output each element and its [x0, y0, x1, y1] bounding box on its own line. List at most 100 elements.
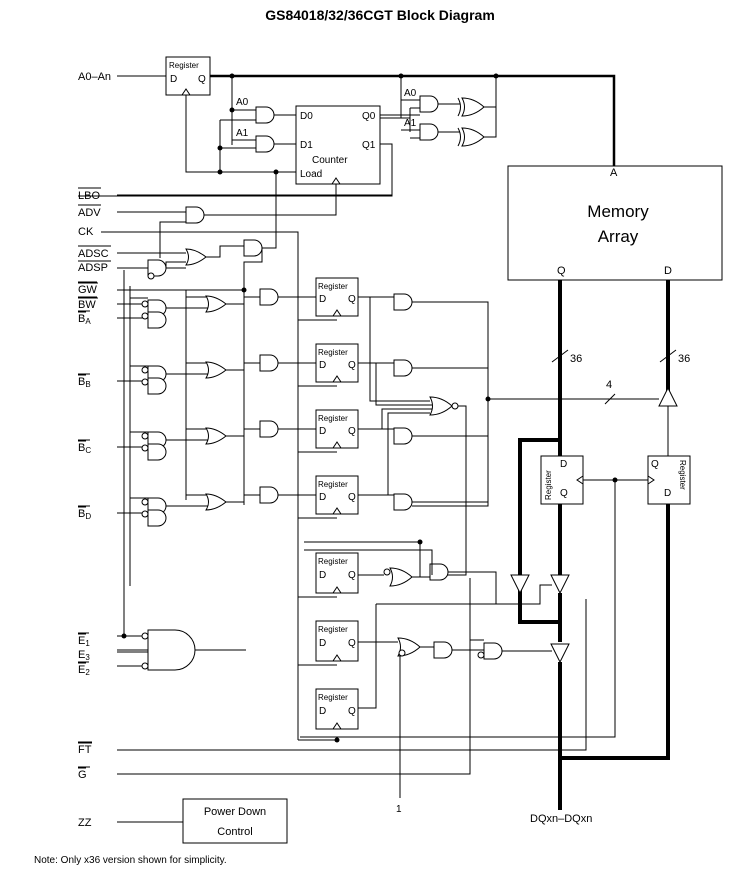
one-label: 1: [396, 804, 402, 815]
svg-text:ADSP: ADSP: [78, 262, 108, 274]
svg-text:Register: Register: [318, 557, 348, 566]
svg-text:Control: Control: [217, 826, 252, 838]
svg-text:GW: GW: [78, 284, 98, 296]
svg-text:D: D: [319, 570, 326, 581]
svg-text:Register: Register: [544, 470, 553, 500]
svg-text:Register: Register: [169, 61, 199, 70]
svg-text:Q0: Q0: [362, 111, 376, 122]
svg-text:Register: Register: [318, 480, 348, 489]
output-buffer-ft: [510, 574, 530, 595]
svg-text:D: D: [664, 265, 672, 277]
svg-text:D: D: [560, 459, 567, 470]
svg-text:BA: BA: [78, 313, 91, 326]
svg-text:D0: D0: [300, 111, 313, 122]
svg-text:D: D: [319, 360, 326, 371]
svg-text:Counter: Counter: [312, 155, 348, 166]
svg-text:Register: Register: [318, 348, 348, 357]
address-bus: [210, 74, 616, 166]
svg-text:Q1: Q1: [362, 140, 376, 151]
svg-text:BC: BC: [78, 442, 91, 455]
svg-text:BD: BD: [78, 508, 91, 521]
svg-text:LBO: LBO: [78, 190, 100, 202]
svg-text:ADSC: ADSC: [78, 248, 109, 260]
svg-text:CK: CK: [78, 226, 94, 238]
diagram-title: GS84018/32/36CGT Block Diagram: [265, 7, 495, 23]
svg-text:A: A: [610, 167, 618, 179]
svg-text:BW: BW: [78, 299, 96, 311]
svg-text:Q: Q: [348, 360, 356, 371]
burst-counter: D0 Q0 D1 Q1 Counter Load: [295, 105, 381, 185]
svg-text:D: D: [170, 74, 177, 85]
svg-text:Q: Q: [651, 459, 659, 470]
svg-text:36: 36: [678, 353, 690, 365]
or-gate-ft: [383, 567, 413, 587]
svg-text:D: D: [319, 492, 326, 503]
svg-text:E2: E2: [78, 664, 90, 677]
and-gate-out-a0: [419, 95, 439, 113]
xor-gate-a1: [457, 127, 485, 147]
byte-enable-gates: [358, 293, 491, 576]
svg-text:Memory: Memory: [587, 202, 649, 221]
and-gate-a1: [255, 135, 275, 153]
svg-text:D1: D1: [300, 140, 313, 151]
svg-text:A0: A0: [236, 97, 249, 108]
svg-text:36: 36: [570, 353, 582, 365]
footnote: Note: Only x36 version shown for simplic…: [34, 855, 227, 866]
memory-array: A Memory Array Q D: [507, 165, 723, 281]
control-registers: Register D Q Register D Q Register D Q R…: [315, 277, 359, 730]
and-gate-a0: [255, 106, 275, 124]
svg-text:D: D: [319, 426, 326, 437]
svg-text:D: D: [664, 488, 671, 499]
svg-text:Q: Q: [348, 570, 356, 581]
svg-text:Q: Q: [557, 265, 566, 277]
control-inputs: LBO ADV CK ADSC ADSP GW BW BA BB BC BD E…: [78, 187, 111, 829]
svg-text:Register: Register: [318, 414, 348, 423]
output-register: Register D Q: [540, 455, 584, 505]
input-buffer: [550, 643, 570, 664]
or-gate-byte: [429, 396, 459, 416]
adv-gate: [185, 206, 205, 224]
svg-text:Q: Q: [348, 638, 356, 649]
svg-text:Q: Q: [560, 488, 568, 499]
svg-text:BB: BB: [78, 376, 91, 389]
xor-gate-a0: [457, 97, 485, 117]
svg-text:ZZ: ZZ: [78, 817, 92, 829]
svg-text:Array: Array: [598, 227, 639, 246]
output-buffer: [550, 574, 570, 595]
write-driver: [658, 386, 678, 407]
svg-text:Q: Q: [348, 492, 356, 503]
address-register: Register D Q: [165, 56, 211, 96]
svg-text:4: 4: [606, 379, 612, 391]
svg-text:Register: Register: [318, 282, 348, 291]
svg-text:Q: Q: [348, 706, 356, 717]
adsc-and-gate: [243, 239, 263, 257]
enable-and-large: [147, 629, 196, 671]
svg-text:D: D: [319, 706, 326, 717]
svg-text:Load: Load: [300, 169, 322, 180]
svg-text:Q: Q: [348, 294, 356, 305]
svg-text:G: G: [78, 769, 87, 781]
svg-text:D: D: [319, 638, 326, 649]
svg-text:A0: A0: [404, 88, 417, 99]
svg-text:E3: E3: [78, 649, 90, 662]
svg-text:E1: E1: [78, 635, 90, 648]
input-register: Register Q D: [647, 455, 691, 505]
svg-text:FT: FT: [78, 744, 92, 756]
and-gate-out-a1: [419, 123, 439, 141]
svg-text:Power Down: Power Down: [204, 806, 266, 818]
byte-write-logic: [141, 288, 316, 527]
output-control-logic: [304, 539, 552, 798]
or-gate-g: [397, 637, 421, 657]
svg-text:ADV: ADV: [78, 207, 101, 219]
power-down-control: Power Down Control: [182, 798, 288, 844]
dq-label: DQxn–DQxn: [530, 813, 592, 825]
svg-text:A1: A1: [236, 128, 249, 139]
svg-text:Q: Q: [348, 426, 356, 437]
svg-text:Register: Register: [318, 625, 348, 634]
svg-text:D: D: [319, 294, 326, 305]
svg-text:Register: Register: [678, 460, 687, 490]
adsc-or-gate: [185, 248, 207, 266]
svg-text:Register: Register: [318, 693, 348, 702]
svg-text:Q: Q: [198, 74, 206, 85]
